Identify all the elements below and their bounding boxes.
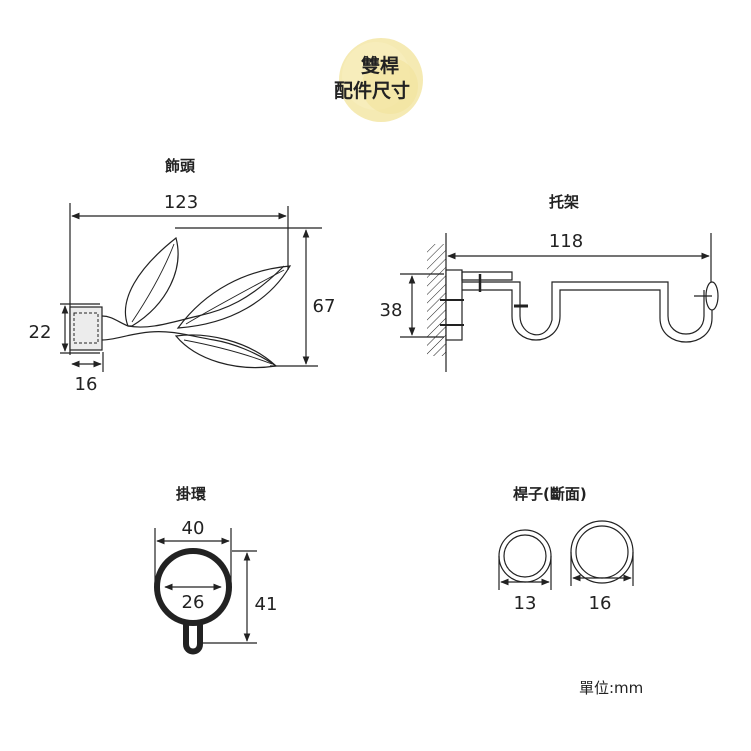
finial-leaf-right [176,265,292,329]
rod-small-outer [498,529,552,583]
finial-base-height-label: 22 [29,322,52,343]
rod-drawing [498,520,634,590]
finial-height-label: 67 [313,296,336,317]
ring-outer [154,548,232,626]
finial-drawing [60,203,322,372]
bracket-wall [427,244,446,356]
ring-title: 掛環 [176,485,207,503]
bracket-title: 托架 [549,193,580,211]
unit-note: 單位:mm [579,679,644,697]
rod-title: 桿子(斷面) [513,485,587,503]
finial-leaf-lower [174,334,278,369]
rod-small-inner [503,534,547,578]
ring-outer-label: 40 [182,518,205,539]
bracket-drawing [400,233,719,372]
header-title-line2: 配件尺寸 [334,80,411,102]
ring-inner-label: 26 [182,592,205,613]
bracket-height-label: 38 [380,300,403,321]
finial-stem [101,265,285,328]
header-badge [339,38,423,122]
finial-title: 飾頭 [165,157,196,175]
ring-eyelet [183,620,203,655]
bracket-width-label: 118 [549,231,583,252]
finial-base-width-label: 16 [75,374,98,395]
header-title-line1: 雙桿 [361,55,400,77]
ring-height-label: 41 [255,594,278,615]
bracket-arm [461,271,513,281]
ring-drawing [154,528,257,655]
rod-small-label: 13 [514,593,537,614]
rod-large-outer [570,520,634,584]
rod-large-label: 16 [589,593,612,614]
finial-leaf-upper [124,236,179,327]
finial-width-label: 123 [164,192,198,213]
rod-large-inner [575,525,629,579]
